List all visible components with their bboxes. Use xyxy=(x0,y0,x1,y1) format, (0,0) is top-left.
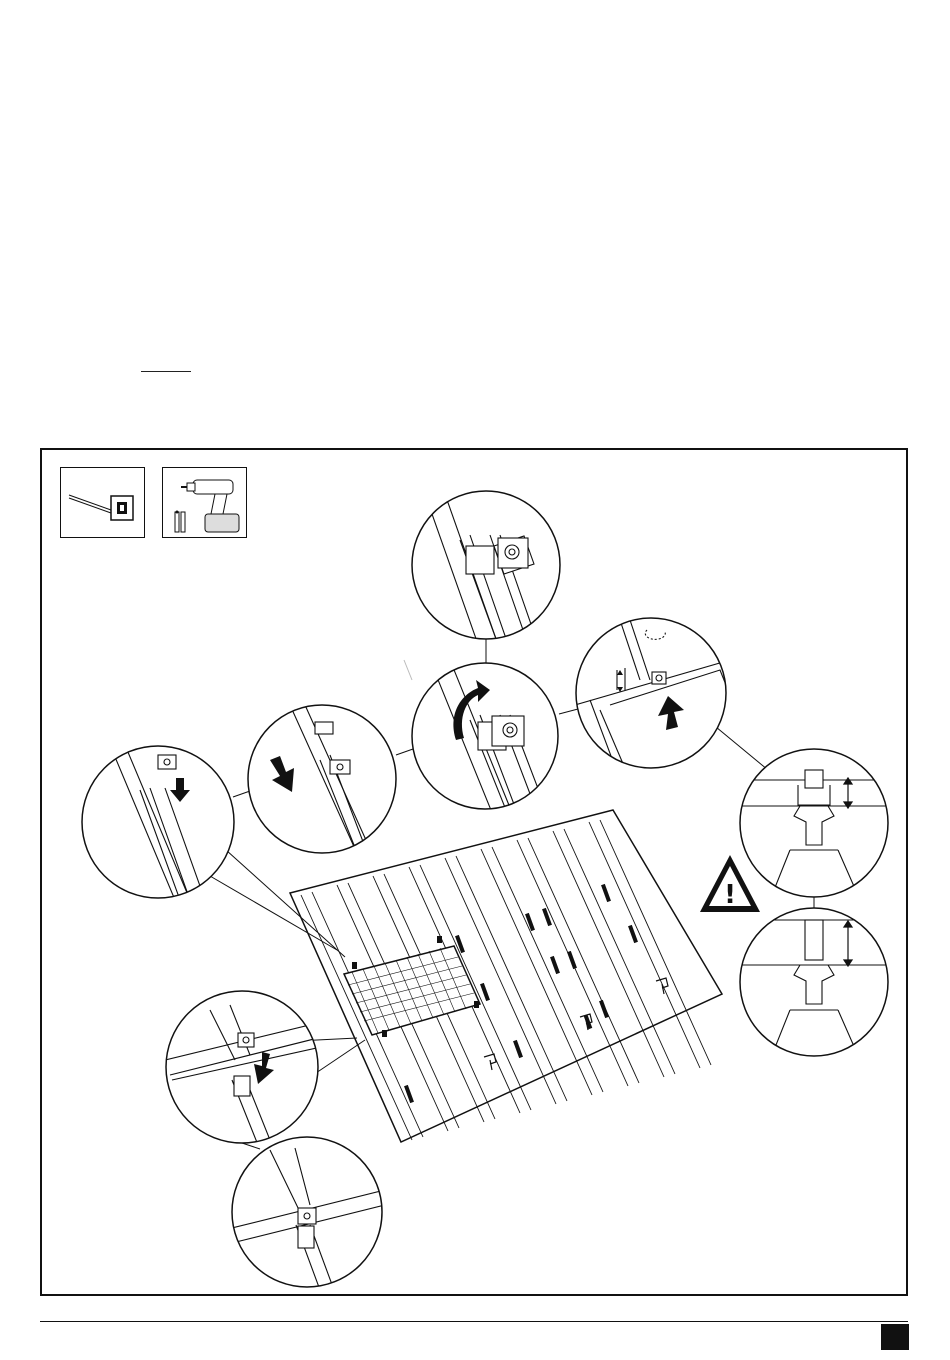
detail-end-clamp-fixed xyxy=(232,1137,385,1290)
detail-push-clamp xyxy=(248,705,396,860)
detail-rotate-clamp xyxy=(412,660,558,820)
detail-slide-clamp xyxy=(82,745,234,900)
page-number-marker xyxy=(881,1324,909,1350)
detail-height-incorrect xyxy=(740,908,890,1060)
warning-symbol: ! xyxy=(724,880,736,910)
detail-height-correct xyxy=(740,749,890,900)
warning-triangle-icon: ! xyxy=(700,855,760,912)
solar-panel xyxy=(344,946,480,1035)
detail-end-clamp-insert xyxy=(165,991,330,1150)
detail-clamp-locked xyxy=(412,480,560,650)
footer-rule xyxy=(40,1321,908,1322)
detail-align-panel xyxy=(575,618,740,780)
